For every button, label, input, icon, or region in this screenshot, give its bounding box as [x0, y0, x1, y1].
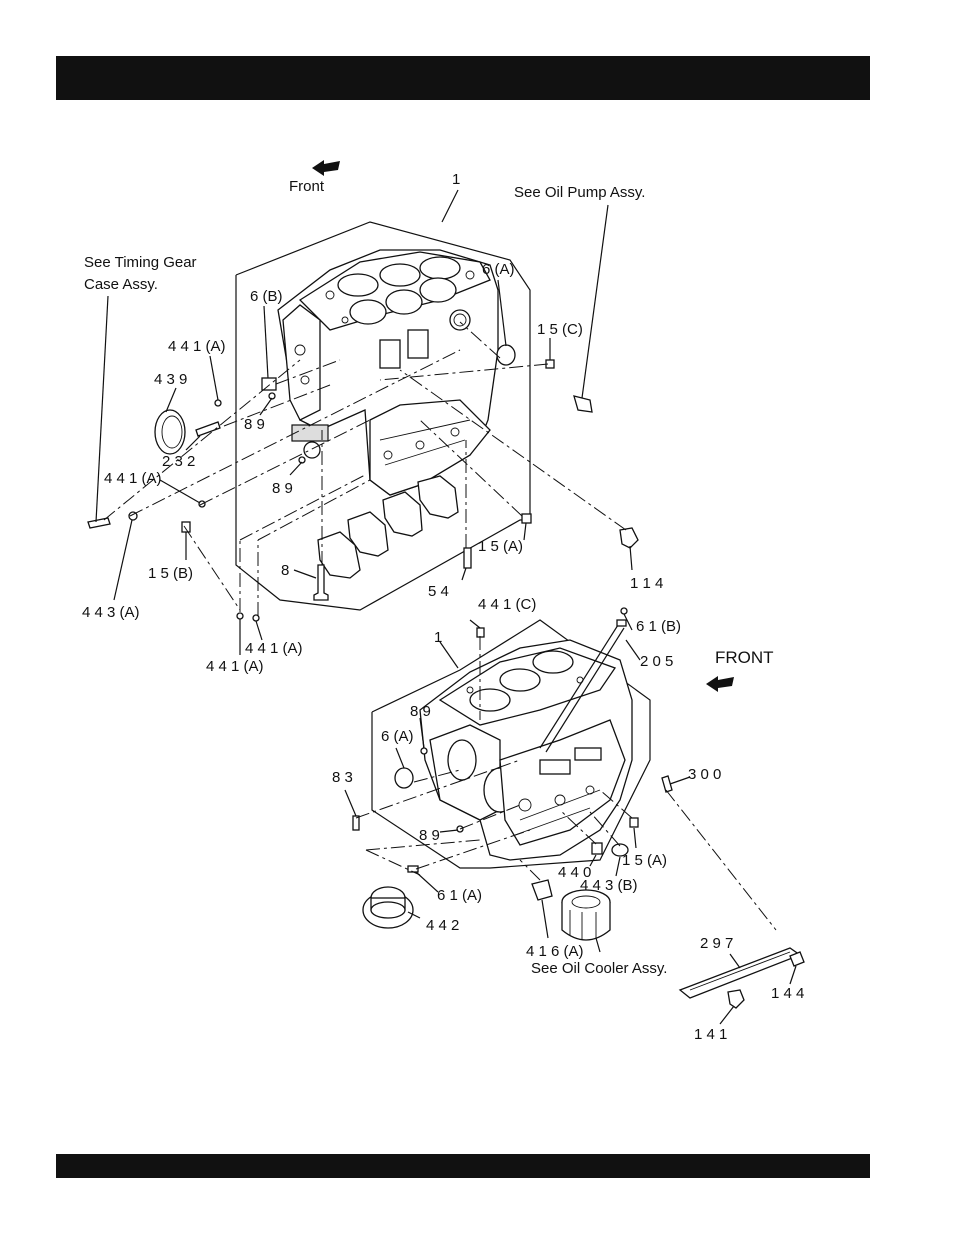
label-144: 1 4 4 — [771, 985, 804, 1002]
label-297: 2 9 7 — [700, 935, 733, 952]
label-141: 1 4 1 — [694, 1026, 727, 1043]
label-443b: 4 4 3 (B) — [580, 877, 638, 894]
label-441a-2: 4 4 1 (A) — [104, 470, 162, 487]
label-6a-lower: 6 (A) — [381, 728, 414, 745]
oil-seal-439 — [154, 409, 186, 455]
label-8: 8 — [281, 562, 289, 579]
label-front-upper: Front — [289, 178, 325, 195]
part-54 — [463, 547, 472, 569]
label-300: 3 0 0 — [688, 766, 721, 783]
label-232: 2 3 2 — [162, 453, 195, 470]
label-441a-4: 4 4 1 (A) — [206, 658, 264, 675]
oil-filter — [561, 889, 611, 941]
part-232 — [195, 421, 221, 437]
label-89-b: 8 9 — [272, 480, 293, 497]
label-61b: 6 1 (B) — [636, 618, 681, 635]
part-440 — [591, 842, 603, 855]
label-6b: 6 (B) — [250, 288, 283, 305]
part-443b — [611, 843, 629, 857]
lower-assembly — [344, 607, 805, 1025]
part-416a — [531, 879, 553, 901]
part-300 — [661, 775, 673, 793]
label-440: 4 4 0 — [558, 864, 591, 881]
upper-cylinder-block — [277, 249, 499, 496]
label-114: 1 1 4 — [630, 575, 663, 592]
part-114 — [619, 527, 639, 549]
label-see-timing-gear-1: See Timing Gear — [84, 254, 197, 271]
label-part-1-upper: 1 — [452, 171, 460, 188]
label-205: 2 0 5 — [640, 653, 673, 670]
label-443a: 4 4 3 (A) — [82, 604, 140, 621]
part-441c — [476, 627, 485, 638]
oil-pump-fitting — [573, 395, 593, 413]
label-6a-upper: 6 (A) — [482, 261, 515, 278]
part-442 — [362, 886, 414, 929]
front-arrow-upper — [312, 160, 340, 176]
label-15a-upper: 1 5 (A) — [478, 538, 523, 555]
front-arrow-lower — [706, 676, 734, 692]
label-15a-lower: 1 5 (A) — [622, 852, 667, 869]
label-442: 4 4 2 — [426, 917, 459, 934]
label-15c: 1 5 (C) — [537, 321, 583, 338]
label-89-c: 8 9 — [410, 703, 431, 720]
label-439: 4 3 9 — [154, 371, 187, 388]
label-see-timing-gear-2: Case Assy. — [84, 276, 158, 293]
label-see-oil-cooler: See Oil Cooler Assy. — [531, 960, 667, 977]
part-8 — [313, 564, 329, 601]
label-front-lower: FRONT — [715, 648, 774, 667]
lower-boundary — [371, 619, 651, 869]
part-6b — [261, 377, 277, 391]
footer-bar — [56, 1154, 870, 1178]
part-6a-lower — [394, 767, 414, 789]
label-part-1-lower: 1 — [434, 629, 442, 646]
header-bar — [56, 56, 870, 100]
part-6a-upper — [496, 344, 516, 366]
label-54: 5 4 — [428, 583, 449, 600]
label-61a: 6 1 (A) — [437, 887, 482, 904]
main-bearing-caps — [317, 475, 459, 579]
part-83 — [352, 815, 360, 831]
part-144 — [789, 951, 805, 967]
lower-cylinder-block — [419, 639, 633, 861]
label-441a-3: 4 4 1 (A) — [245, 640, 303, 657]
label-89-a: 8 9 — [244, 416, 265, 433]
label-441a-1: 4 4 1 (A) — [168, 338, 226, 355]
part-141 — [727, 989, 745, 1009]
label-15b: 1 5 (B) — [148, 565, 193, 582]
label-416a: 4 1 6 (A) — [526, 943, 584, 960]
label-83: 8 3 — [332, 769, 353, 786]
upper-assembly — [87, 160, 639, 655]
label-89-d: 8 9 — [419, 827, 440, 844]
label-441c: 4 4 1 (C) — [478, 596, 536, 613]
label-see-oil-pump: See Oil Pump Assy. — [514, 184, 645, 201]
